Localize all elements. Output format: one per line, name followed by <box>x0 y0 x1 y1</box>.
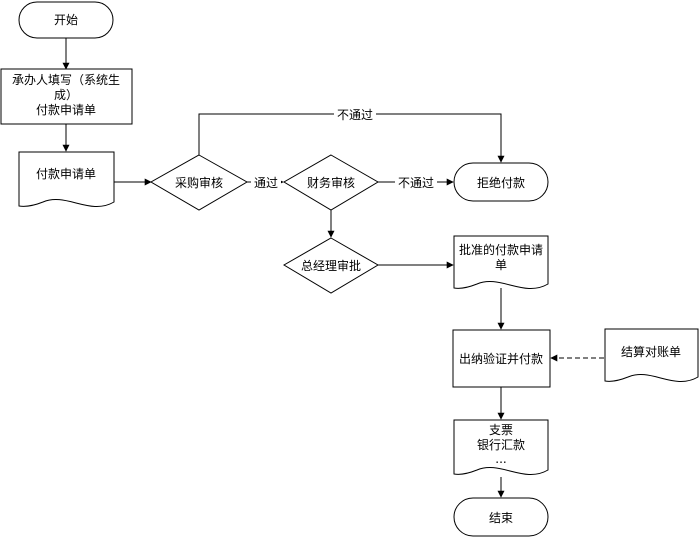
node-start: 开始 <box>18 1 114 39</box>
node-finance-review: 财务审核 <box>283 154 379 211</box>
node-approved-doc-line2: 单 <box>495 258 507 272</box>
node-purchase-review-label: 采购审核 <box>175 175 223 190</box>
node-purchase-review: 采购审核 <box>149 154 249 211</box>
node-approved-doc: 批准的付款申请 单 <box>453 235 549 289</box>
node-cashier-pay: 出纳验证并付款 <box>452 329 551 388</box>
edge-labels: 不通过 通过 不通过 <box>251 106 437 190</box>
node-finance-review-label: 财务审核 <box>307 175 355 190</box>
node-fill-form-line1: 承办人填写（系统生 <box>12 72 120 87</box>
node-end: 结束 <box>453 497 549 537</box>
node-end-label: 结束 <box>489 511 513 525</box>
node-approved-doc-line1: 批准的付款申请 <box>459 242 543 257</box>
node-fill-form: 承办人填写（系统生 成） 付款申请单 <box>0 68 133 125</box>
node-payment-doc: 支票 银行汇款 ... <box>453 419 549 475</box>
node-request-doc-label: 付款申请单 <box>36 167 96 181</box>
node-reject-payment-label: 拒绝付款 <box>477 175 525 190</box>
edge-label-reject-right: 不通过 <box>398 176 434 190</box>
edge-label-reject-top: 不通过 <box>337 108 373 122</box>
node-fill-form-line2: 成） <box>54 88 78 102</box>
node-fill-form-line3: 付款申请单 <box>36 103 96 117</box>
node-request-doc: 付款申请单 <box>18 151 115 207</box>
node-settlement-doc: 结算对账单 <box>604 328 699 382</box>
node-payment-doc-line2: 银行汇款 <box>477 438 525 452</box>
node-reject-payment: 拒绝付款 <box>453 162 549 202</box>
edge-label-pass: 通过 <box>254 176 278 190</box>
node-cashier-pay-label: 出纳验证并付款 <box>459 351 543 366</box>
node-payment-doc-line3: ... <box>495 452 506 466</box>
node-payment-doc-line1: 支票 <box>489 423 513 437</box>
node-gm-approval: 总经理审批 <box>283 237 379 294</box>
node-gm-approval-label: 总经理审批 <box>301 258 361 273</box>
node-settlement-doc-label: 结算对账单 <box>621 344 681 359</box>
node-start-label: 开始 <box>54 13 78 27</box>
